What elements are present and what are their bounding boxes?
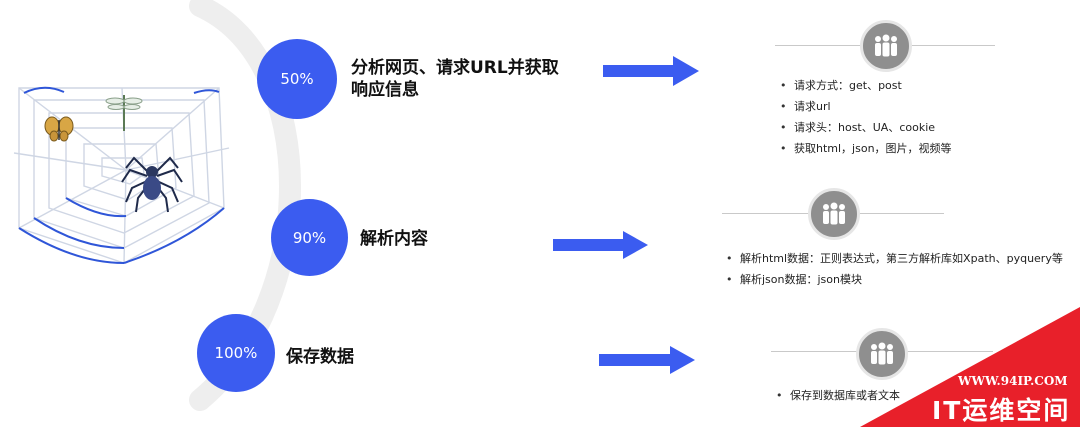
list-item: 请求头：host、UA、cookie — [780, 117, 952, 138]
progress-circle-step-1: 50% — [257, 39, 337, 119]
step-2-bullet-list: 解析html数据：正则表达式，第三方解析库如Xpath、pyquery等 解析j… — [726, 248, 1063, 290]
group-icon — [856, 328, 908, 380]
group-icon — [860, 20, 912, 72]
step-1-title: 分析网页、请求URL并获取 响应信息 — [351, 57, 559, 101]
list-item: 请求url — [780, 96, 952, 117]
step-3-title: 保存数据 — [286, 346, 354, 368]
step-3-bullet-list: 保存到数据库或者文本 — [776, 385, 900, 406]
step-1-title-line2: 响应信息 — [351, 80, 419, 100]
list-item: 解析html数据：正则表达式，第三方解析库如Xpath、pyquery等 — [726, 248, 1063, 269]
list-item: 请求方式：get、post — [780, 75, 952, 96]
step-1-bullet-list: 请求方式：get、post 请求url 请求头：host、UA、cookie 获… — [780, 75, 952, 159]
list-item: 获取html，json，图片，视频等 — [780, 138, 952, 159]
arrow-right-icon — [599, 346, 695, 374]
watermark: WWW.94IP.COM IT运维空间 — [860, 307, 1080, 427]
step-2-title: 解析内容 — [360, 228, 428, 250]
arrow-right-icon — [553, 231, 648, 259]
step-2-title-line1: 解析内容 — [360, 229, 428, 249]
watermark-name: IT运维空间 — [932, 396, 1071, 425]
spider-web-illustration — [13, 86, 230, 264]
step-3-title-line1: 保存数据 — [286, 347, 354, 367]
progress-circle-step-3: 100% — [197, 314, 275, 392]
percent-label: 100% — [214, 344, 258, 362]
percent-label: 90% — [292, 228, 327, 247]
percent-label: 50% — [280, 70, 314, 88]
list-item: 保存到数据库或者文本 — [776, 385, 900, 406]
step-1-title-line1: 分析网页、请求URL并获取 — [351, 58, 559, 78]
watermark-url: WWW.94IP.COM — [958, 374, 1068, 388]
arrow-right-icon — [603, 56, 699, 86]
group-icon — [808, 188, 860, 240]
list-item: 解析json数据：json模块 — [726, 269, 1063, 290]
progress-circle-step-2: 90% — [271, 199, 348, 276]
